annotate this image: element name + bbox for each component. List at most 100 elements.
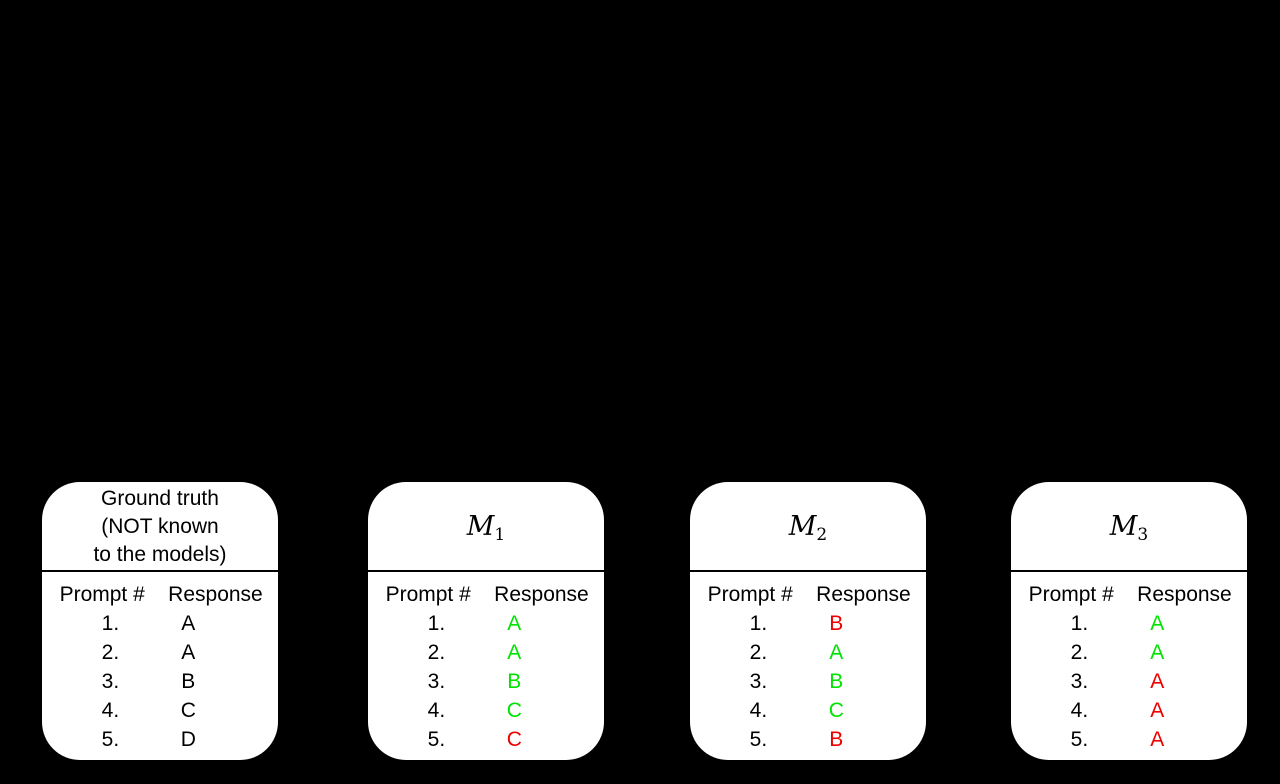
title-line: (NOT known [101, 515, 219, 538]
prompt-number: 3. [1070, 670, 1089, 693]
table-row: 1. A [1011, 609, 1247, 638]
table-header-row: Prompt # Response [1011, 580, 1247, 609]
response-letter: A [507, 612, 522, 635]
response-column-header: Response [494, 583, 589, 606]
prompt-number: 1. [101, 612, 120, 635]
response-letter: A [1150, 641, 1165, 664]
response-table: Prompt # Response 1. A 2. A 3. B 4. C 5.… [42, 572, 278, 754]
model-symbol-subscript: 3 [1137, 524, 1149, 545]
prompt-number: 1. [427, 612, 446, 635]
table-row: 3. B [368, 667, 604, 696]
model-symbol-base: M [788, 510, 817, 542]
table-header-row: Prompt # Response [368, 580, 604, 609]
response-letter: B [829, 612, 844, 635]
prompt-number: 3. [101, 670, 120, 693]
response-letter: B [507, 670, 522, 693]
prompt-number: 4. [427, 699, 446, 722]
table-row: 4. C [690, 696, 926, 725]
model-symbol-base: M [1109, 510, 1138, 542]
prompt-number: 5. [1070, 728, 1089, 751]
response-letter: C [828, 699, 844, 722]
table-row: 2. A [1011, 638, 1247, 667]
title-line: to the models) [93, 543, 227, 566]
prompt-number: 2. [1070, 641, 1089, 664]
model-symbol-subscript: 1 [494, 524, 506, 545]
model-1-title: M1 [368, 482, 604, 570]
model-symbol-base: M [466, 510, 495, 542]
table-row: 4. A [1011, 696, 1247, 725]
response-letter: C [506, 699, 522, 722]
prompt-number: 2. [427, 641, 446, 664]
table-row: 5. B [690, 725, 926, 754]
prompt-number: 1. [749, 612, 768, 635]
prompt-column-header: Prompt # [385, 583, 471, 606]
table-row: 2. A [690, 638, 926, 667]
table-header-row: Prompt # Response [690, 580, 926, 609]
model-3-title: M3 [1011, 482, 1247, 570]
card-model-2: M2 Prompt # Response 1. B 2. A 3. B 4. C… [690, 482, 926, 760]
divider-line [1011, 570, 1247, 572]
table-row: 5. C [368, 725, 604, 754]
response-letter: B [181, 670, 196, 693]
prompt-number: 2. [749, 641, 768, 664]
table-row: 5. D [42, 725, 278, 754]
prompt-column-header: Prompt # [707, 583, 793, 606]
prompt-number: 4. [101, 699, 120, 722]
table-row: 3. B [42, 667, 278, 696]
response-letter: B [829, 670, 844, 693]
table-row: 5. A [1011, 725, 1247, 754]
response-table: Prompt # Response 1. A 2. A 3. A 4. A 5.… [1011, 572, 1247, 754]
table-row: 2. A [368, 638, 604, 667]
title-line: Ground truth [101, 487, 219, 510]
response-column-header: Response [168, 583, 263, 606]
prompt-number: 3. [749, 670, 768, 693]
table-row: 4. C [368, 696, 604, 725]
prompt-number: 2. [101, 641, 120, 664]
response-letter: A [181, 612, 196, 635]
response-table: Prompt # Response 1. B 2. A 3. B 4. C 5.… [690, 572, 926, 754]
table-row: 1. A [42, 609, 278, 638]
response-letter: A [829, 641, 844, 664]
model-symbol-subscript: 2 [816, 524, 828, 545]
divider-line [42, 570, 278, 572]
response-letter: A [1150, 699, 1165, 722]
table-row: 4. C [42, 696, 278, 725]
prompt-number: 5. [101, 728, 120, 751]
table-row: 1. B [690, 609, 926, 638]
response-letter: C [180, 699, 196, 722]
model-symbol: M2 [788, 510, 827, 544]
response-letter: A [507, 641, 522, 664]
model-2-title: M2 [690, 482, 926, 570]
card-model-3: M3 Prompt # Response 1. A 2. A 3. A 4. A… [1011, 482, 1247, 760]
prompt-number: 4. [749, 699, 768, 722]
card-ground-truth: Ground truth (NOT known to the models) P… [42, 482, 278, 760]
table-header-row: Prompt # Response [42, 580, 278, 609]
prompt-number: 4. [1070, 699, 1089, 722]
response-column-header: Response [1137, 583, 1232, 606]
model-symbol: M1 [466, 510, 505, 544]
table-row: 3. B [690, 667, 926, 696]
response-letter: B [829, 728, 844, 751]
response-letter: A [1150, 670, 1165, 693]
response-letter: A [181, 641, 196, 664]
response-letter: D [180, 728, 196, 751]
prompt-number: 5. [427, 728, 446, 751]
card-model-1: M1 Prompt # Response 1. A 2. A 3. B 4. C… [368, 482, 604, 760]
response-column-header: Response [816, 583, 911, 606]
table-row: 1. A [368, 609, 604, 638]
prompt-column-header: Prompt # [1028, 583, 1114, 606]
response-table: Prompt # Response 1. A 2. A 3. B 4. C 5.… [368, 572, 604, 754]
ground-truth-title: Ground truth (NOT known to the models) [42, 482, 278, 570]
prompt-column-header: Prompt # [59, 583, 145, 606]
prompt-number: 3. [427, 670, 446, 693]
table-row: 3. A [1011, 667, 1247, 696]
divider-line [690, 570, 926, 572]
table-row: 2. A [42, 638, 278, 667]
response-letter: A [1150, 612, 1165, 635]
prompt-number: 1. [1070, 612, 1089, 635]
divider-line [368, 570, 604, 572]
model-symbol: M3 [1109, 510, 1148, 544]
prompt-number: 5. [749, 728, 768, 751]
response-letter: A [1150, 728, 1165, 751]
response-letter: C [506, 728, 522, 751]
